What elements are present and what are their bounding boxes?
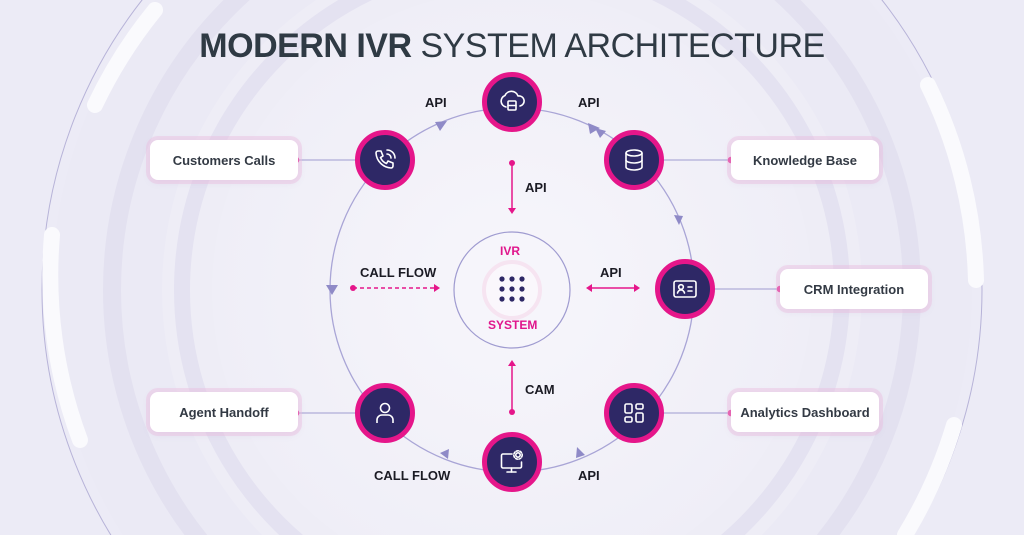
cloud-server-icon	[500, 90, 525, 111]
database-icon	[625, 149, 643, 171]
page-title: MODERN IVR SYSTEM ARCHITECTURE	[0, 27, 1024, 66]
card-agent-handoff: Agent Handoff	[150, 392, 298, 432]
center-label-ivr: IVR	[500, 244, 521, 258]
label-api-inner-top: API	[525, 180, 547, 195]
node-monitor-settings	[482, 432, 542, 492]
node-crm-integration	[655, 259, 715, 319]
ring-arrow	[326, 285, 338, 295]
label-call-flow-bottom: CALL FLOW	[374, 468, 451, 483]
center-label-system: SYSTEM	[488, 318, 538, 332]
card-customers-calls: Customers Calls	[150, 140, 298, 180]
dashboard-icon	[624, 403, 644, 423]
ring-arrow	[674, 215, 683, 225]
grid-dots-icon	[499, 276, 525, 302]
label-api-top-right: API	[578, 95, 600, 110]
card-analytics-dashboard: Analytics Dashboard	[731, 392, 879, 432]
ring-arrow	[576, 447, 585, 458]
node-knowledge-base	[604, 130, 664, 190]
user-icon	[376, 402, 394, 423]
title-bold: MODERN IVR	[199, 27, 412, 65]
node-cloud-server	[482, 72, 542, 132]
node-analytics-dashboard	[604, 383, 664, 443]
node-customers-calls	[355, 130, 415, 190]
label-call-flow-inner: CALL FLOW	[360, 265, 437, 280]
label-api-bottom-right: API	[578, 468, 600, 483]
node-agent-handoff	[355, 383, 415, 443]
label-cam-inner-bottom: CAM	[525, 382, 555, 397]
ring-arrow	[588, 123, 600, 134]
label-api-inner-right: API	[600, 265, 622, 280]
card-knowledge-base: Knowledge Base	[731, 140, 879, 180]
label-api-top-left: API	[425, 95, 447, 110]
card-crm-integration: CRM Integration	[780, 269, 928, 309]
phone-call-icon	[375, 149, 396, 169]
title-light: SYSTEM ARCHITECTURE	[420, 27, 825, 65]
ring-arrow	[595, 128, 606, 138]
id-card-icon	[673, 280, 697, 298]
monitor-gear-icon	[500, 450, 523, 473]
ring-arrow	[435, 121, 447, 131]
ring-arrow	[440, 449, 449, 459]
